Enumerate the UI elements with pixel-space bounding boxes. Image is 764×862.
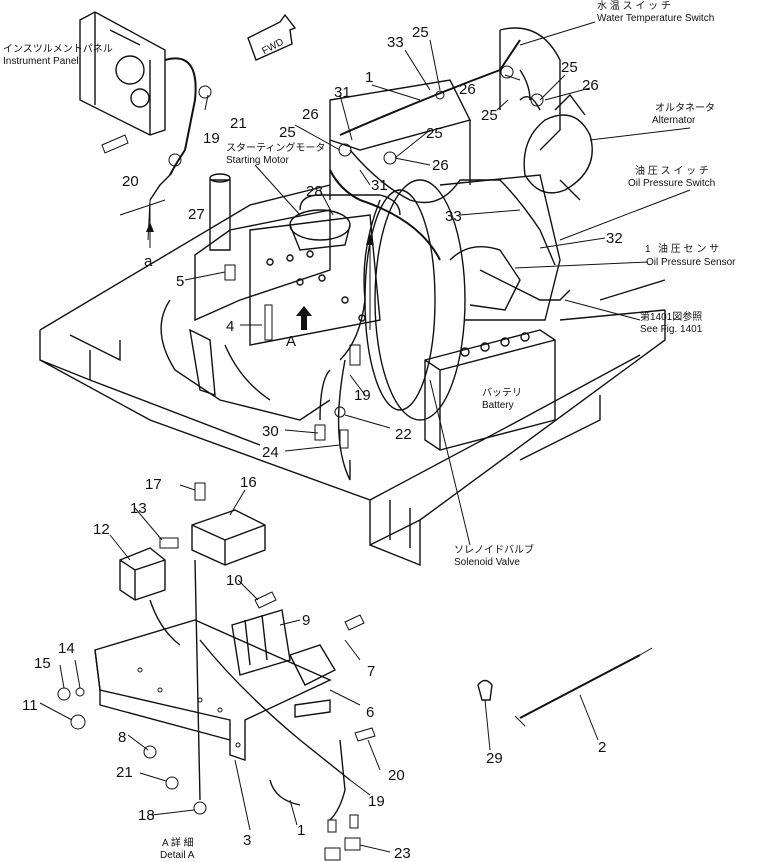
callout-3: 3 [243, 832, 251, 849]
callout-1b: 1 [297, 822, 305, 839]
callout-31a: 31 [334, 84, 351, 101]
callout-11: 11 [22, 697, 38, 714]
callout-16: 16 [240, 474, 257, 491]
wire-harness-upper [149, 39, 571, 481]
callout-19b: 19 [354, 387, 371, 404]
callout-25b: 25 [561, 59, 578, 76]
callout-25a: 25 [412, 24, 429, 41]
oil-pressure-switch-label: Oil Pressure Switch [628, 178, 715, 189]
alternator [519, 93, 593, 201]
frame-base [39, 184, 666, 567]
detail-a-label: Detail A [160, 850, 195, 861]
oil-pressure-switch-jp: 油 圧 ス イ ッ チ [635, 164, 709, 177]
see-fig-label: See Fig. 1401 [640, 324, 703, 335]
detail-a-assembly [57, 482, 376, 861]
callout-19c: 19 [368, 793, 385, 810]
callout-30: 30 [262, 423, 279, 440]
callout-8: 8 [118, 729, 126, 746]
callout-12: 12 [93, 521, 110, 538]
solenoid-valve-label: Solenoid Valve [454, 557, 520, 568]
alternator-label: Alternator [652, 115, 696, 126]
callout-26b: 26 [582, 77, 599, 94]
callout-31b: 31 [371, 177, 388, 194]
callout-19a: 19 [203, 130, 220, 147]
callout-26a: 26 [459, 81, 476, 98]
callout-23: 23 [394, 845, 411, 862]
callout-2: 2 [598, 739, 606, 756]
instrument-panel-jp: インスツルメントパネル [3, 43, 113, 55]
leader-lines [39, 21, 691, 853]
callout-32: 32 [606, 230, 623, 247]
battery-label: Battery [482, 400, 514, 411]
callout-10: 10 [226, 572, 243, 589]
battery-jp: バッテリ [482, 387, 522, 399]
callout-20b: 20 [388, 767, 405, 784]
arrow-a [146, 200, 154, 248]
callout-18: 18 [138, 807, 155, 824]
ref-a-label: a [144, 253, 153, 270]
instrument-panel [79, 11, 166, 136]
callout-21b: 21 [116, 764, 133, 781]
harness-arrow [366, 233, 374, 245]
fwd-label: FWD [260, 37, 285, 57]
callout-7: 7 [367, 663, 375, 680]
callout-26d: 26 [432, 157, 449, 174]
see-fig-jp: 第1401図参照 [640, 310, 702, 323]
callout-26c: 26 [302, 106, 319, 123]
callout-27: 27 [188, 206, 205, 223]
callout-33b: 33 [445, 208, 462, 225]
part-2-cable [477, 647, 653, 727]
battery [424, 329, 556, 451]
callout-17: 17 [145, 476, 162, 493]
callout-13: 13 [130, 500, 147, 517]
arrow-A [296, 306, 312, 330]
callout-14: 14 [58, 640, 75, 657]
alternator-jp: オルタネータ [655, 102, 715, 114]
oil-pressure-sensor-label: Oil Pressure Sensor [646, 257, 736, 268]
oil-pressure-sensor-jp: 油 圧 セ ン サ [658, 242, 719, 255]
ref-1-label: 1 [645, 244, 651, 255]
engine-block [160, 27, 561, 421]
callout-15: 15 [34, 655, 51, 672]
component-labels: 水 温 ス イ ッ チ Water Temperature Switch インス… [3, 0, 736, 861]
fwd-arrow [247, 13, 297, 61]
ref-A-label: A [286, 333, 296, 350]
callout-9: 9 [302, 612, 310, 629]
callout-numbers: 33 25 1 25 26 26 25 21 19 20 31 26 25 25… [22, 24, 623, 862]
callout-24: 24 [262, 444, 279, 461]
callout-25d: 25 [279, 124, 296, 141]
water-temp-switch-jp: 水 温 ス イ ッ チ [597, 0, 671, 12]
callout-28: 28 [306, 183, 323, 200]
callout-21a: 21 [230, 115, 247, 132]
water-temp-switch-label: Water Temperature Switch [597, 13, 714, 24]
callout-29: 29 [486, 750, 503, 767]
starting-motor-label: Starting Motor [226, 155, 289, 166]
instrument-panel-label: Instrument Panel [3, 56, 79, 67]
callout-1a: 1 [365, 69, 373, 86]
callout-33a: 33 [387, 34, 404, 51]
solenoid-valve-jp: ソレノイドバルブ [454, 543, 534, 556]
callout-25e: 25 [426, 125, 443, 142]
callout-5: 5 [176, 273, 184, 290]
detail-a-jp: A 詳 細 [162, 836, 194, 849]
grommets [101, 65, 544, 449]
callout-22: 22 [395, 426, 412, 443]
callout-4: 4 [226, 318, 234, 335]
callout-25c: 25 [481, 107, 498, 124]
callout-20a: 20 [122, 173, 139, 190]
starting-motor-jp: スターティングモータ [226, 141, 325, 154]
callout-6: 6 [366, 704, 374, 721]
